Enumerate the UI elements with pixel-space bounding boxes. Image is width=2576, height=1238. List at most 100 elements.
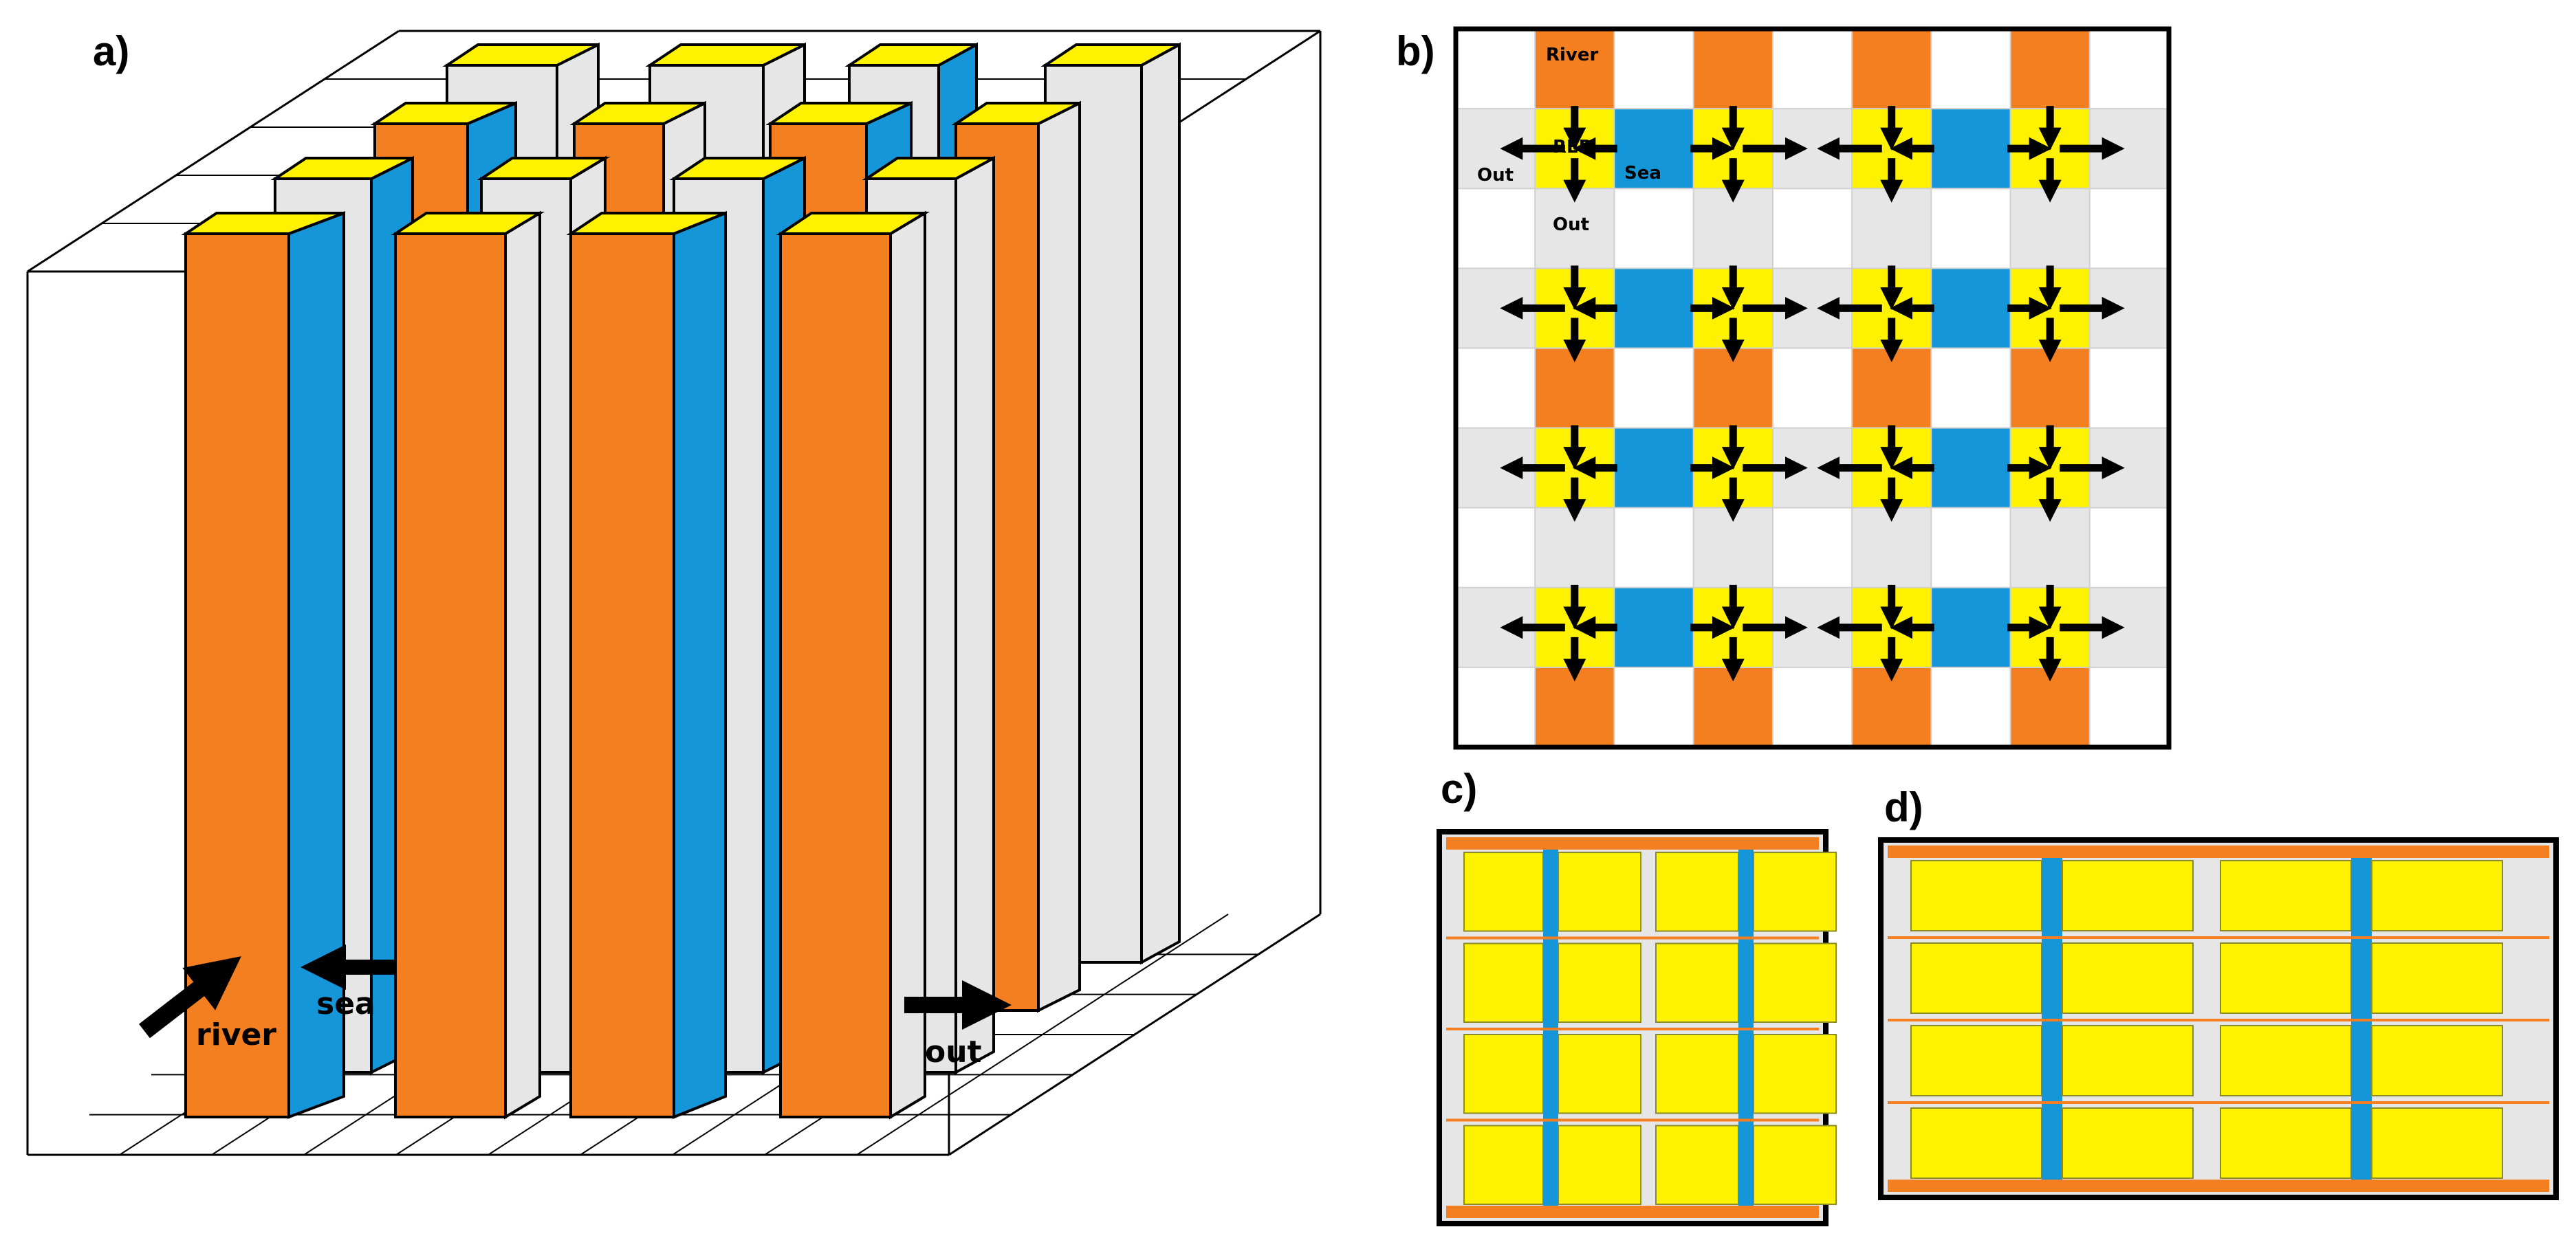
electrode-plate	[1463, 1125, 1544, 1205]
river-cell	[1535, 348, 1615, 428]
electrode-plate	[2220, 942, 2352, 1014]
column-side	[673, 211, 727, 1119]
electrode-plate	[1558, 852, 1641, 932]
river-cell	[2010, 29, 2090, 109]
panel-c-label: c)	[1441, 766, 1477, 812]
column-side	[1037, 100, 1081, 1013]
sea-cell	[1614, 587, 1694, 667]
electrode-plate	[1655, 942, 1739, 1023]
sea-cell	[1614, 268, 1694, 349]
river-strip-bottom	[1446, 1206, 1819, 1218]
electrode-plate	[1463, 1034, 1544, 1114]
panel-d: d)	[1878, 784, 2559, 1200]
river-cell	[1535, 29, 1615, 109]
panel-d-label: d)	[1884, 784, 1923, 830]
panel-d-electrode-stack	[1878, 837, 2559, 1200]
column-top	[569, 102, 706, 125]
column-top	[442, 43, 599, 67]
panel-a-columns	[181, 42, 1181, 1120]
river-cell	[2010, 667, 2090, 747]
panel-b: b) River RED Sea Out Out	[1396, 26, 2172, 750]
column-top	[862, 157, 994, 180]
column-top	[370, 102, 516, 125]
electrode-plate	[2062, 1025, 2194, 1096]
column-face	[569, 232, 675, 1118]
panel-a-sea-label: sea	[316, 986, 375, 1021]
column-side	[1140, 42, 1181, 965]
column-side	[954, 155, 995, 1075]
river-cell	[1852, 348, 1932, 428]
box-edge	[27, 30, 400, 273]
column-top	[477, 157, 611, 180]
river-strip-top	[1888, 845, 2549, 858]
panel-b-out-left-label: Out	[1477, 165, 1514, 186]
column-side	[889, 210, 926, 1120]
panel-b-sea-label: Sea	[1624, 163, 1661, 184]
electrode-plate	[1655, 852, 1739, 932]
channel-cell	[1852, 188, 1932, 269]
river-cell	[1535, 667, 1615, 747]
electrode-plate	[1910, 860, 2042, 931]
electrode-plate	[1753, 852, 1837, 932]
electrode-plate	[2371, 942, 2503, 1014]
column-face	[394, 232, 507, 1118]
channel-cell	[2010, 507, 2090, 588]
column-front	[391, 210, 545, 1120]
electrode-plate	[1910, 1025, 2042, 1096]
column-top	[1040, 43, 1180, 67]
column-top	[181, 212, 345, 235]
sea-cell	[1931, 428, 2011, 508]
column-top	[270, 157, 413, 180]
electrode-plate	[1753, 1125, 1837, 1205]
panel-a-river-arrow	[139, 956, 241, 1039]
electrode-plate	[2371, 1107, 2503, 1179]
panel-b-flow-arrows	[1500, 106, 2125, 682]
panel-a-label: a)	[93, 28, 129, 74]
column-top	[669, 157, 805, 180]
panel-b-frame	[1453, 26, 2172, 750]
column-top	[776, 212, 930, 235]
sea-cell	[1614, 428, 1694, 508]
river-strip-top	[1446, 837, 1819, 850]
electrode-plate	[2062, 942, 2194, 1014]
panel-a-river-label: river	[196, 1017, 276, 1052]
floor-grid-line	[856, 914, 1229, 1156]
electrode-plate	[1558, 1125, 1641, 1205]
sea-cell	[1931, 268, 2011, 349]
electrode-plate	[2371, 860, 2503, 931]
channel-cell	[1693, 188, 1773, 269]
river-cell	[2010, 348, 2090, 428]
river-cell	[1852, 667, 1932, 747]
electrode-plate	[2371, 1025, 2503, 1096]
channel-cell	[1693, 507, 1773, 588]
column-side	[287, 211, 345, 1119]
panel-b-label: b)	[1396, 28, 1435, 74]
sea-cell	[1931, 109, 2011, 189]
column-front	[566, 211, 727, 1119]
column-face	[779, 232, 892, 1118]
electrode-plate	[2062, 860, 2194, 931]
sea-cell	[1931, 587, 2011, 667]
electrode-plate	[2220, 1107, 2352, 1179]
electrode-plate	[1463, 942, 1544, 1023]
sea-cell	[1614, 109, 1694, 189]
panel-a-out-label: out	[925, 1035, 982, 1070]
river-cell	[1693, 29, 1773, 109]
electrode-plate	[2220, 1025, 2352, 1096]
column-top	[645, 43, 805, 67]
electrode-plate	[1558, 942, 1641, 1023]
electrode-plate	[2220, 860, 2352, 931]
electrode-plate	[1753, 1034, 1837, 1114]
electrode-plate	[1655, 1125, 1739, 1205]
column-side	[504, 210, 541, 1120]
panel-b-river-label: River	[1546, 45, 1599, 65]
river-cell	[1693, 667, 1773, 747]
river-strip-bottom	[1888, 1180, 2549, 1192]
column-top	[391, 212, 545, 235]
panel-b-red-label: RED	[1553, 137, 1593, 157]
column-front	[776, 210, 930, 1120]
electrode-plate	[1910, 1107, 2042, 1179]
electrode-plate	[1655, 1034, 1739, 1114]
column-top	[765, 102, 912, 125]
